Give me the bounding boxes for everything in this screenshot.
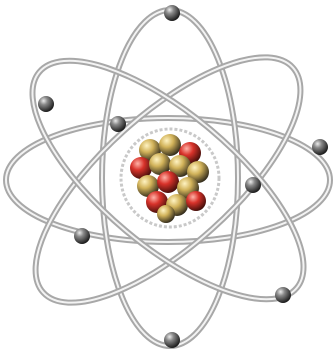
electron-upper-left — [38, 96, 54, 112]
electron-lower-right — [275, 287, 291, 303]
nucleus — [121, 129, 219, 227]
electron-right — [312, 139, 328, 155]
electron-top — [164, 5, 180, 21]
electron-inner-right — [245, 177, 261, 193]
electron-bottom — [164, 332, 180, 348]
electron-lower-left — [74, 228, 90, 244]
electron-inner-left — [110, 116, 126, 132]
